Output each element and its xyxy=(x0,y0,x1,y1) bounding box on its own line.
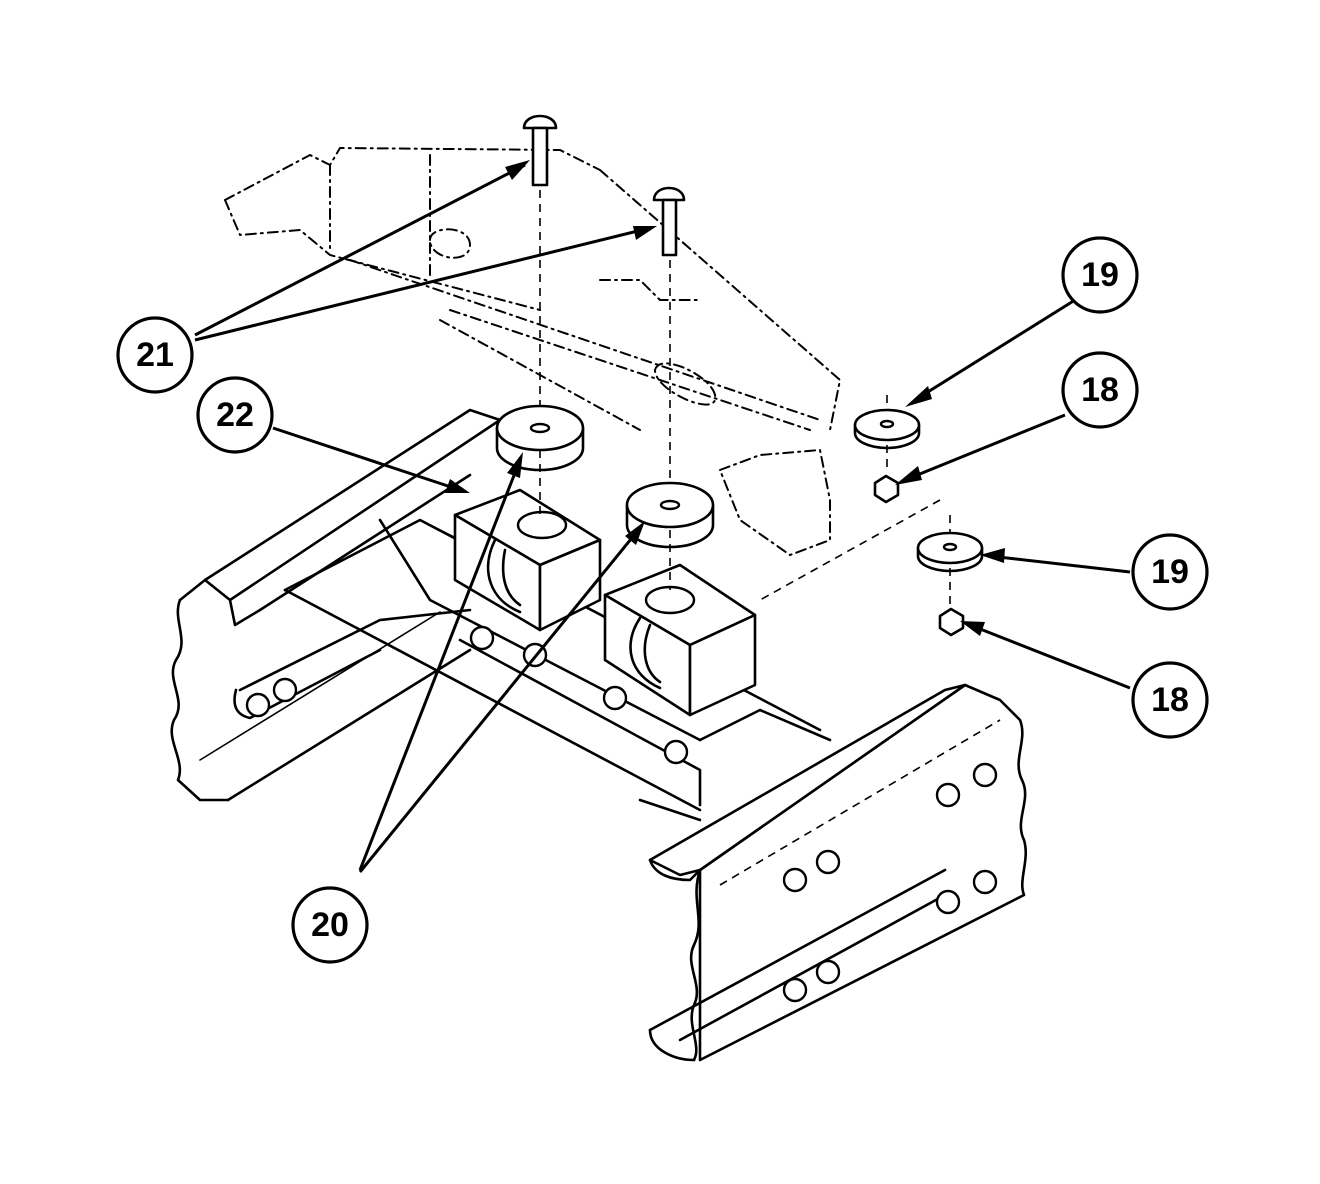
right-frame-rail xyxy=(648,683,1027,1062)
callout-19-washer-lower: 19 xyxy=(1131,533,1209,611)
nut-upper xyxy=(873,474,900,504)
nut-lower xyxy=(938,607,965,637)
callout-18-nut-upper: 18 xyxy=(1061,351,1139,429)
upper-component-phantom xyxy=(224,146,842,557)
callout-label: 18 xyxy=(1151,681,1189,719)
isolator-lower xyxy=(625,481,715,549)
callout-19-washer-upper: 19 xyxy=(1061,236,1139,314)
bracket-bolt-icon xyxy=(469,625,495,651)
frame-bolt-icon xyxy=(272,677,298,703)
isolator-upper xyxy=(495,404,585,472)
rail-bolt-icon xyxy=(782,867,808,893)
rail-bolt-icon xyxy=(815,849,841,875)
callout-label: 18 xyxy=(1081,371,1119,409)
mount-bolt-1 xyxy=(522,114,558,187)
leader-lines xyxy=(194,160,1131,873)
washer-lower xyxy=(916,531,984,573)
bracket-bolt-icon xyxy=(663,739,689,765)
rail-bolt-icon xyxy=(815,959,841,985)
callout-label: 20 xyxy=(311,906,349,944)
washer-upper xyxy=(853,408,921,450)
frame-bolt-icon xyxy=(245,692,271,718)
callout-18-nut-lower: 18 xyxy=(1131,661,1209,739)
bracket-bolt-icon xyxy=(602,685,628,711)
rail-bolt-icon xyxy=(935,889,961,915)
mount-bolt-2 xyxy=(652,186,686,257)
callout-20-isolators: 20 xyxy=(291,886,369,964)
callout-label: 19 xyxy=(1081,256,1119,294)
rail-bolt-icon xyxy=(935,782,961,808)
rail-bolt-icon xyxy=(972,762,998,788)
left-frame-rail xyxy=(170,408,502,802)
callout-label: 22 xyxy=(216,396,254,434)
mount-bracket-left xyxy=(453,488,689,765)
rail-bolt-icon xyxy=(972,869,998,895)
callout-label: 21 xyxy=(136,336,174,374)
rail-bolt-icon xyxy=(782,977,808,1003)
callout-label: 19 xyxy=(1151,553,1189,591)
mount-bracket-right xyxy=(603,563,757,717)
callout-21-bolts: 21 xyxy=(116,316,194,394)
callout-22-bracket: 22 xyxy=(196,376,274,454)
